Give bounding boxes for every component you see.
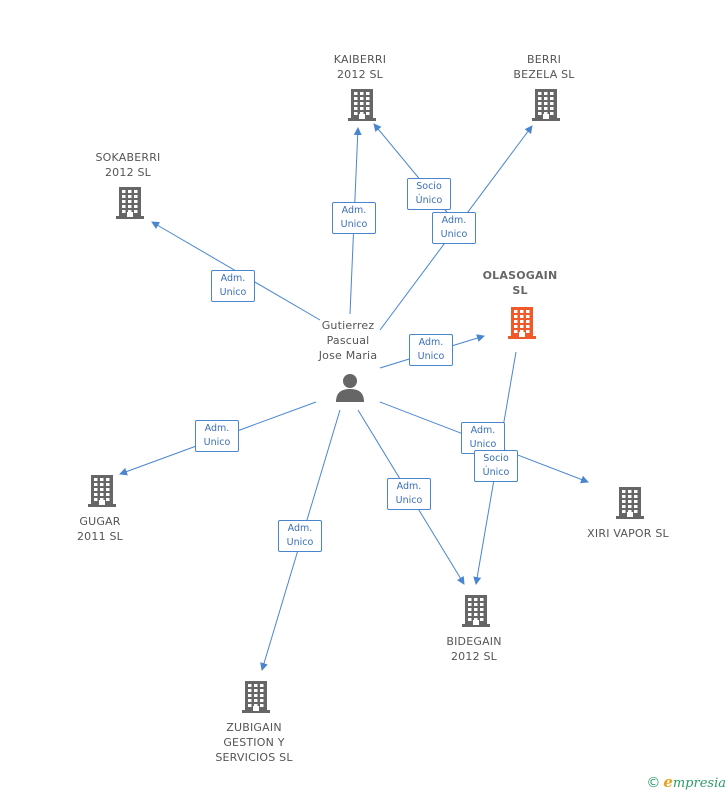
bidegain-building-icon[interactable] xyxy=(460,593,492,627)
role-label-line: Unico xyxy=(395,495,423,506)
empresia-footer: ©empresia xyxy=(646,773,726,791)
olasogain-label-line: OLASOGAIN xyxy=(482,269,558,282)
xiri-building-icon[interactable] xyxy=(614,485,646,519)
e-bidegain-role-label[interactable]: Adm. Unico xyxy=(387,478,431,510)
person-icon[interactable] xyxy=(334,372,366,404)
role-label-line: Adm. xyxy=(418,337,444,348)
zubigain-building-icon[interactable] xyxy=(240,679,272,713)
role-label-line: Socio xyxy=(416,181,442,192)
role-label-line: Unico xyxy=(203,437,231,448)
role-label-line: Adm. xyxy=(287,523,313,534)
kaiberri-label[interactable]: KAIBERRI 2012 SL xyxy=(300,52,420,82)
role-label-line: Único xyxy=(482,467,510,478)
xiri-label-line: XIRI VAPOR SL xyxy=(587,527,669,540)
berri-label-line: BERRI xyxy=(526,53,562,66)
kaiberri-building-icon[interactable] xyxy=(346,87,378,121)
olasogain-building-icon[interactable] xyxy=(506,305,538,339)
xiri-label[interactable]: XIRI VAPOR SL xyxy=(568,526,688,541)
role-label-line: Adm. xyxy=(470,425,496,436)
brand-initial: e xyxy=(663,773,673,791)
role-label-line: Único xyxy=(415,195,443,206)
sokaberri-label-line: 2012 SL xyxy=(104,166,151,179)
bidegain-label[interactable]: BIDEGAIN 2012 SL xyxy=(414,634,534,664)
e-olasogain-role-label[interactable]: Adm. Unico xyxy=(409,334,453,366)
gugar-label[interactable]: GUGAR 2011 SL xyxy=(40,514,160,544)
zubigain-label-line: ZUBIGAIN xyxy=(226,721,282,734)
gugar-building-icon[interactable] xyxy=(86,473,118,507)
sokaberri-label[interactable]: SOKABERRI 2012 SL xyxy=(68,150,188,180)
zubigain-label-line: SERVICIOS SL xyxy=(215,751,293,764)
sokaberri-building-icon[interactable] xyxy=(114,185,146,219)
e-zubigain-role-label[interactable]: Adm. Unico xyxy=(278,520,322,552)
e-kaiberri-role-label[interactable]: Adm. Unico xyxy=(332,202,376,234)
kaiberri-label-line: KAIBERRI xyxy=(333,53,387,66)
role-label-line: Unico xyxy=(417,351,445,362)
e-sokaberri-role-label[interactable]: Adm. Unico xyxy=(211,270,255,302)
gugar-label-line: 2011 SL xyxy=(76,530,123,543)
role-label-line: Unico xyxy=(286,537,314,548)
role-label-line: Unico xyxy=(440,229,468,240)
role-label-line: Unico xyxy=(340,219,368,230)
person-name-line: Jose Maria xyxy=(318,349,378,362)
person-name-line: Gutierrez xyxy=(321,319,375,332)
role-label-line: Adm. xyxy=(396,481,422,492)
berri-label[interactable]: BERRI BEZELA SL xyxy=(484,52,604,82)
olasogain-label-line: SL xyxy=(512,284,528,297)
person-name-line: Pascual xyxy=(326,334,370,347)
role-label-line: Socio xyxy=(483,453,509,464)
olasogain-label[interactable]: OLASOGAIN SL xyxy=(460,268,580,298)
bidegain-label-line: BIDEGAIN xyxy=(446,635,502,648)
brand-name: mpresia xyxy=(672,776,726,791)
bidegain-label-line: 2012 SL xyxy=(450,650,497,663)
kaiberri-label-line: 2012 SL xyxy=(336,68,383,81)
berri-label-line: BEZELA SL xyxy=(513,68,575,81)
berri-building-icon[interactable] xyxy=(530,87,562,121)
zubigain-label-line: GESTION Y xyxy=(223,736,285,749)
e-gugar-role-label[interactable]: Adm. Unico xyxy=(195,420,239,452)
role-label-line: Adm. xyxy=(441,215,467,226)
sokaberri-label-line: SOKABERRI xyxy=(95,151,161,164)
copyright-symbol: © xyxy=(646,775,661,791)
gugar-label-line: GUGAR xyxy=(79,515,121,528)
role-label-line: Adm. xyxy=(220,273,246,284)
zubigain-label[interactable]: ZUBIGAIN GESTION Y SERVICIOS SL xyxy=(194,720,314,765)
role-label-line: Unico xyxy=(219,287,247,298)
e-berri-role-label[interactable]: Adm. Unico xyxy=(432,212,476,244)
role-label-line: Unico xyxy=(469,439,497,450)
role-label-line: Adm. xyxy=(204,423,230,434)
role-label-line: Adm. xyxy=(341,205,367,216)
